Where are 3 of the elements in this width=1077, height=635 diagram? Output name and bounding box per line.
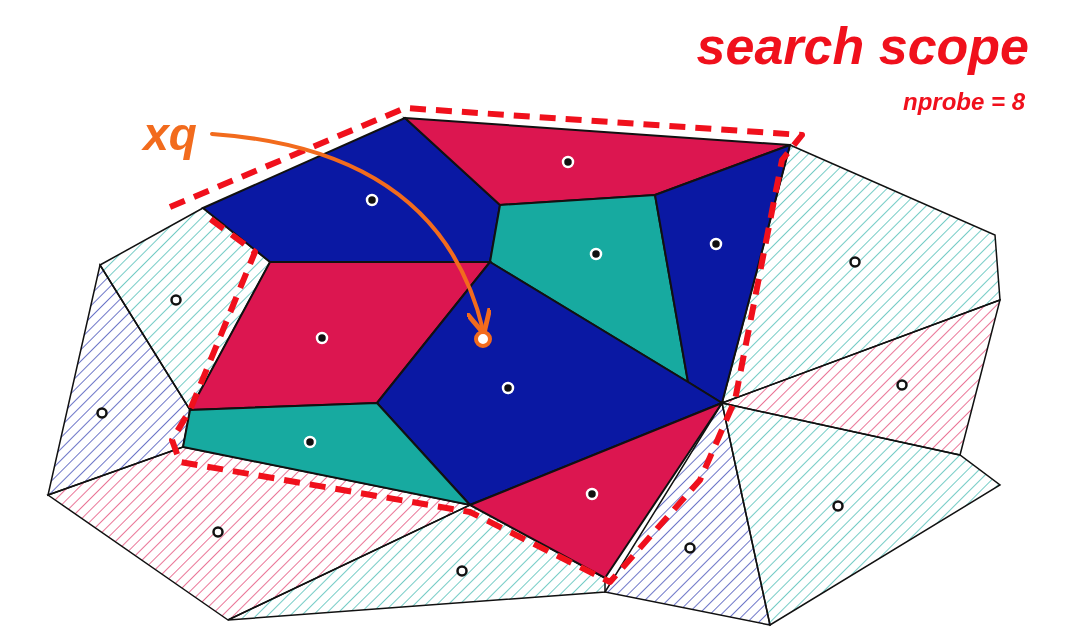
parameter-note: nprobe = 8 xyxy=(902,87,1025,117)
title: search scope xyxy=(696,16,1029,77)
query-label: xq xyxy=(128,104,212,164)
